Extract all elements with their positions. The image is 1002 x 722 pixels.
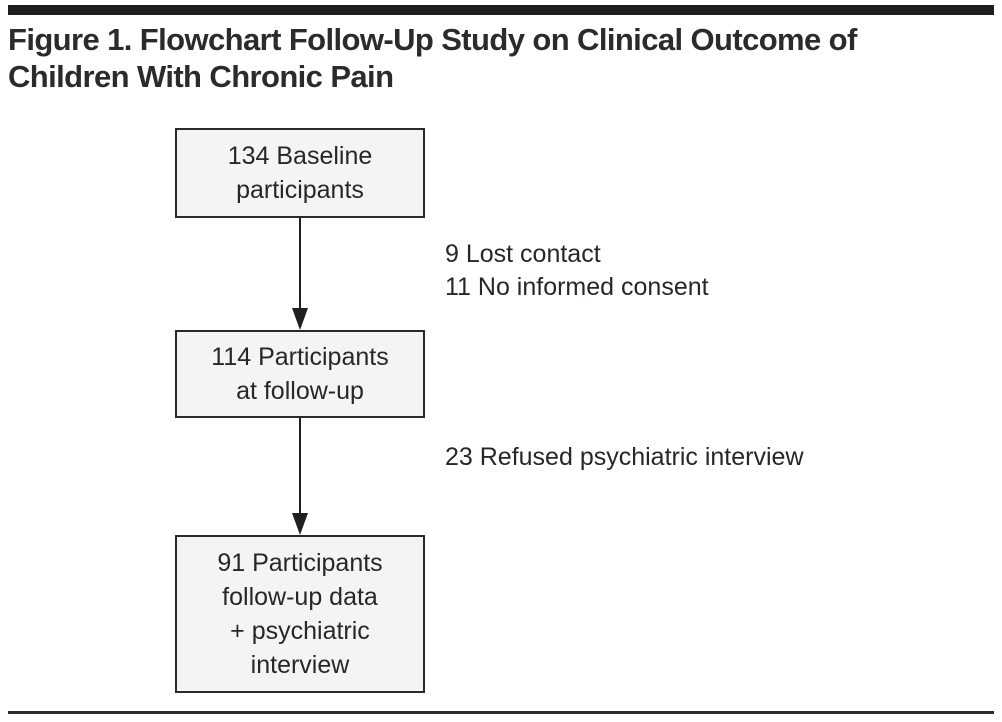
node-text-line: follow-up data — [222, 583, 378, 611]
flow-arrow-baseline-to-followup — [292, 218, 308, 330]
annotation-line: 23 Refused psychiatric interview — [445, 443, 804, 471]
flow-node-baseline-participants: 134 Baseline participants — [175, 128, 425, 218]
edge-annotation-attrition-2: 23 Refused psychiatric interview — [445, 441, 804, 474]
figure-title-line-2: Children With Chronic Pain — [8, 59, 394, 94]
edge-annotation-attrition-1: 9 Lost contact 11 No informed consent — [445, 238, 709, 304]
node-text-line: + psychiatric — [230, 617, 370, 645]
node-text-line: 134 Baseline — [227, 142, 373, 170]
flow-arrow-followup-to-final — [292, 418, 308, 535]
node-text-line: 114 Participants — [211, 343, 389, 371]
node-text-line: at follow-up — [236, 377, 364, 405]
flow-node-final-participants: 91 Participants follow-up data + psychia… — [175, 535, 425, 693]
bottom-rule — [8, 711, 994, 714]
arrow-stem — [299, 218, 301, 312]
top-rule — [8, 5, 994, 15]
figure-title: Figure 1. Flowchart Follow-Up Study on C… — [8, 21, 857, 95]
arrow-head-down-icon — [292, 513, 308, 535]
arrow-stem — [299, 418, 301, 517]
node-text-line: interview — [250, 651, 350, 679]
node-text-line: participants — [236, 176, 364, 204]
annotation-line: 9 Lost contact — [445, 240, 601, 268]
figure-title-line-1: Figure 1. Flowchart Follow-Up Study on C… — [8, 22, 857, 57]
arrow-head-down-icon — [292, 308, 308, 330]
node-text-line: 91 Participants — [217, 549, 383, 577]
annotation-line: 11 No informed consent — [445, 273, 709, 301]
flow-node-followup-participants: 114 Participants at follow-up — [175, 330, 425, 418]
